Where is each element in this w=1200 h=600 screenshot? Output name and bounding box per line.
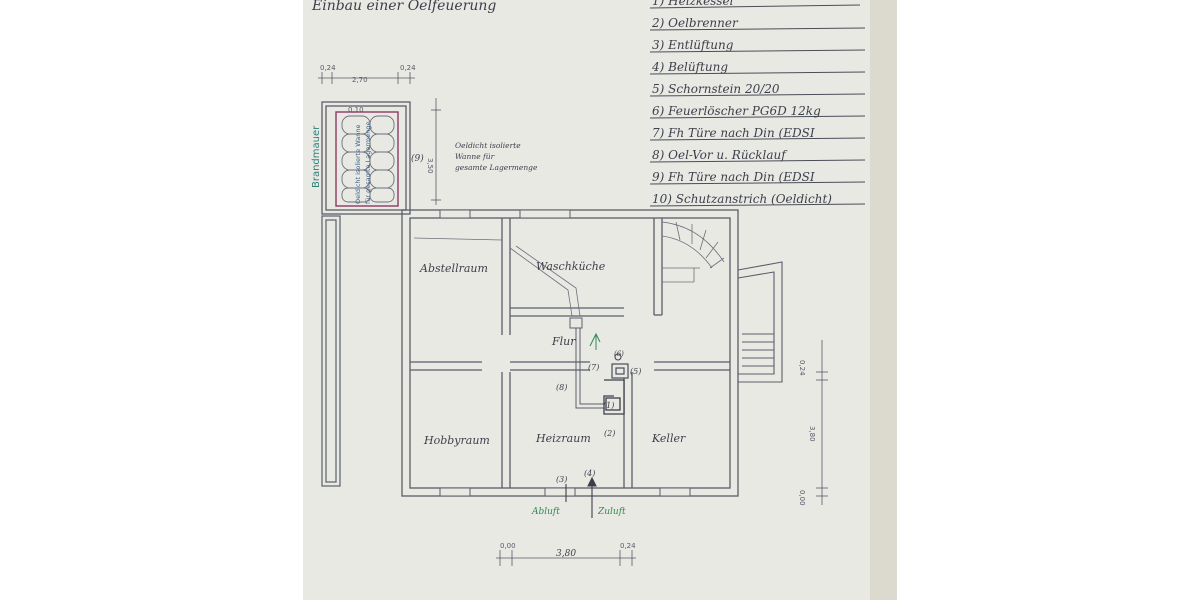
room-hobbyraum: Hobbyraum bbox=[423, 434, 490, 447]
tank-inner-text-2: für gesamte Lagermenge bbox=[364, 122, 372, 204]
room-waschkueche: Waschküche bbox=[536, 260, 606, 273]
dim-top-mid: 2,70 bbox=[352, 76, 368, 84]
firewall-label: Brandmauer bbox=[311, 125, 322, 188]
outside-stairs bbox=[737, 261, 783, 383]
dimension-bottom bbox=[496, 550, 636, 566]
house-walls bbox=[401, 209, 739, 497]
label-zuluft: Zuluft bbox=[597, 507, 626, 517]
windows bbox=[439, 209, 691, 497]
marker-4: (4) bbox=[584, 469, 595, 478]
diagonal-ramp bbox=[413, 237, 581, 317]
legend-item-10: 10) Schutzanstrich (Oeldicht) bbox=[652, 192, 832, 206]
legend-item-2: 2) Oelbrenner bbox=[651, 16, 739, 30]
dim-bottom-left: 0,00 bbox=[500, 542, 516, 550]
left-corridor bbox=[321, 215, 341, 487]
title-fragment: Einbau einer Oelfeuerung bbox=[311, 0, 496, 14]
dimension-right bbox=[816, 340, 828, 505]
dim-bottom-right: 0,24 bbox=[620, 542, 636, 550]
dim-right-small-top: 0,24 bbox=[798, 360, 806, 376]
label-abluft: Abluft bbox=[531, 507, 560, 517]
boiler bbox=[603, 379, 625, 415]
room-abstellraum: Abstellraum bbox=[419, 262, 488, 275]
dim-top-left: 0,24 bbox=[320, 64, 336, 72]
door-marker-green bbox=[589, 332, 601, 350]
dimension-top bbox=[318, 72, 415, 84]
tank-note-3: gesamte Lagermenge bbox=[455, 163, 538, 172]
room-keller: Keller bbox=[651, 432, 686, 445]
oil-tanks bbox=[341, 115, 395, 203]
dim-tank-small: 0,10 bbox=[348, 106, 364, 114]
marker-8: (8) bbox=[556, 383, 567, 392]
tank-room bbox=[321, 101, 411, 215]
dim-right-height: 3,80 bbox=[808, 426, 816, 442]
legend-item-6: 6) Feuerlöscher PG6D 12kg bbox=[652, 104, 821, 118]
vent-arrows bbox=[565, 476, 597, 518]
marker-2: (2) bbox=[604, 429, 615, 438]
interior-walls bbox=[410, 218, 730, 488]
stairway bbox=[661, 221, 725, 283]
room-flur: Flur bbox=[551, 335, 576, 348]
room-heizraum: Heizraum bbox=[535, 432, 591, 445]
legend-item-4: 4) Belüftung bbox=[651, 60, 728, 74]
marker-6: (6) bbox=[614, 350, 624, 358]
dimension-tank-height bbox=[431, 98, 441, 205]
legend-item-1: 1) Heizkessel bbox=[652, 0, 734, 8]
dim-right-small-bottom: 0,00 bbox=[798, 490, 806, 506]
marker-9: (9) bbox=[411, 153, 424, 164]
legend-item-7: 7) Fh Türe nach Din (EDSI bbox=[652, 126, 815, 140]
legend-item-3: 3) Entlüftung bbox=[652, 38, 734, 52]
paper-edge bbox=[870, 0, 897, 600]
marker-3: (3) bbox=[556, 475, 567, 484]
tank-note-2: Wanne für bbox=[455, 152, 495, 161]
oil-line-route bbox=[569, 317, 604, 409]
marker-5: (5) bbox=[630, 367, 641, 376]
tank-inner-text-1: Oeldicht isolierte Wanne bbox=[354, 125, 362, 204]
marker-7: (7) bbox=[588, 363, 599, 372]
chimney bbox=[611, 363, 629, 379]
legend-item-5: 5) Schornstein 20/20 bbox=[652, 82, 780, 96]
legend-item-9: 9) Fh Türe nach Din (EDSI bbox=[652, 170, 815, 184]
extinguisher bbox=[614, 353, 622, 361]
tank-note-1: Oeldicht isolierte bbox=[455, 141, 521, 150]
marker-1: (1) bbox=[603, 401, 614, 410]
dim-bottom-mid: 3,80 bbox=[556, 549, 576, 559]
legend-item-8: 8) Oel-Vor u. Rücklauf bbox=[652, 148, 788, 162]
legend bbox=[649, 4, 866, 207]
dim-tank-height: 3,50 bbox=[426, 158, 434, 174]
oil-tank-tray bbox=[335, 111, 399, 207]
dim-top-right: 0,24 bbox=[400, 64, 416, 72]
